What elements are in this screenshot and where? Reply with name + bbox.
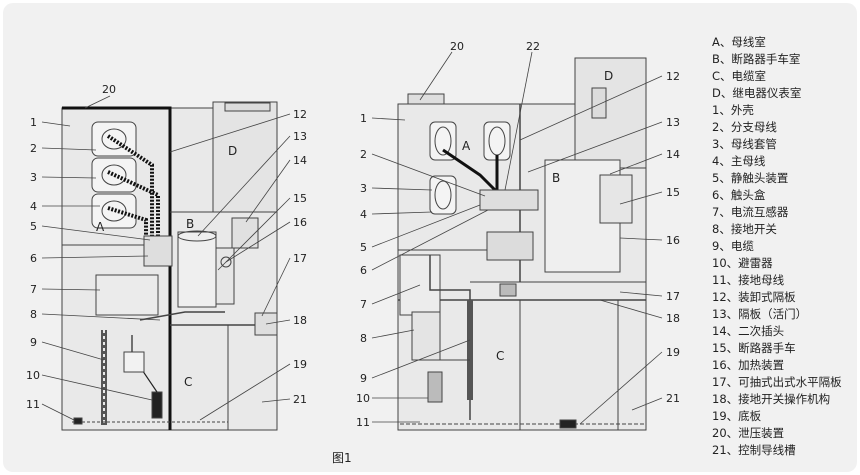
- left-callout-19: 19: [293, 358, 307, 371]
- legend-item-15: 15、断路器手车: [712, 341, 796, 355]
- right-bushing-1: [429, 121, 457, 161]
- right-callout-13: 13: [666, 116, 680, 129]
- left-diagram: [61, 101, 278, 431]
- right-callout-19: 19: [666, 346, 680, 359]
- left-callout-6: 6: [30, 252, 37, 265]
- left-callout-16: 16: [293, 216, 307, 229]
- figure-caption: 图1: [332, 451, 352, 465]
- legend-item-5: 5、静触头装置: [712, 171, 788, 185]
- left-callout-5: 5: [30, 220, 37, 233]
- left-bushing-bottom: [91, 193, 137, 229]
- right-callout-6: 6: [360, 264, 367, 277]
- left-callout-15: 15: [293, 192, 307, 205]
- legend-item-2: 2、分支母线: [712, 120, 777, 134]
- legend-item-19: 19、底板: [712, 409, 762, 423]
- right-callout-17: 17: [666, 290, 680, 303]
- legend-item-21: 21、控制导线槽: [712, 443, 796, 457]
- left-compartment-d: D: [228, 144, 237, 158]
- left-callout-1: 1: [30, 116, 37, 129]
- legend-item-18: 18、接地开关操作机构: [712, 392, 830, 406]
- legend: A、母线室 B、断路器手车室 C、电缆室 D、继电器仪表室 1、外壳 2、分支母…: [712, 35, 842, 457]
- left-callout-21: 21: [293, 393, 307, 406]
- left-callout-7: 7: [30, 283, 37, 296]
- right-compartment-labels: A B C D: [462, 69, 613, 363]
- left-compartment-a: A: [96, 220, 105, 234]
- left-callout-10: 10: [26, 369, 40, 382]
- legend-item-9: 9、电缆: [712, 239, 754, 253]
- legend-item-20: 20、泄压装置: [712, 426, 784, 440]
- right-diagram: [397, 57, 647, 431]
- left-callout-8: 8: [30, 308, 37, 321]
- left-bushing-mid: [91, 157, 137, 193]
- left-compartment-b: B: [186, 217, 194, 231]
- left-compartment-c: C: [184, 375, 192, 389]
- left-callout-4: 4: [30, 200, 37, 213]
- right-compartment-b: B: [552, 171, 560, 185]
- legend-item-6: 6、触头盒: [712, 188, 766, 202]
- right-callout-15: 15: [666, 186, 680, 199]
- legend-item-11: 11、接地母线: [712, 273, 785, 287]
- right-callout-8: 8: [360, 332, 367, 345]
- legend-item-3: 3、母线套管: [712, 137, 777, 151]
- right-callout-4: 4: [360, 208, 367, 221]
- right-callout-10: 10: [356, 392, 370, 405]
- right-callout-3: 3: [360, 182, 367, 195]
- left-callout-2: 2: [30, 142, 37, 155]
- legend-item-c: C、电缆室: [712, 69, 766, 83]
- left-bushing-top: [91, 121, 137, 157]
- left-callout-20: 20: [102, 83, 116, 96]
- legend-item-16: 16、加热装置: [712, 358, 784, 372]
- right-callout-18: 18: [666, 312, 680, 325]
- left-callout-18: 18: [293, 314, 307, 327]
- left-callout-13: 13: [293, 130, 307, 143]
- right-bushing-3: [429, 175, 457, 215]
- left-callout-11: 11: [26, 398, 40, 411]
- right-callout-16: 16: [666, 234, 680, 247]
- legend-item-7: 7、电流互感器: [712, 205, 789, 219]
- right-callout-22: 22: [526, 40, 540, 53]
- legend-item-b: B、断路器手车室: [712, 52, 800, 66]
- left-callout-3: 3: [30, 171, 37, 184]
- right-callout-7: 7: [360, 298, 367, 311]
- right-compartment-c: C: [496, 349, 504, 363]
- right-callout-14: 14: [666, 148, 680, 161]
- right-callout-2: 2: [360, 148, 367, 161]
- right-callout-20: 20: [450, 40, 464, 53]
- left-callout-17: 17: [293, 252, 307, 265]
- legend-item-17: 17、可抽式出式水平隔板: [712, 375, 842, 389]
- left-compartment-labels: A B C D: [96, 144, 237, 389]
- left-relay-compartment: [212, 101, 278, 213]
- left-pressure-relief: [62, 106, 172, 430]
- right-compartment-a: A: [462, 139, 471, 153]
- legend-item-13: 13、隔板（活门）: [712, 307, 807, 321]
- legend-item-d: D、继电器仪表室: [712, 86, 801, 100]
- legend-item-4: 4、主母线: [712, 154, 766, 168]
- left-callout-14: 14: [293, 154, 307, 167]
- right-compartment-d: D: [604, 69, 613, 83]
- left-breaker-truck: [177, 231, 217, 308]
- right-callout-12: 12: [666, 70, 680, 83]
- right-callout-9: 9: [360, 372, 367, 385]
- left-callouts: 20 1 2 3 4 5 6 7 8 9 10 11 12 13 14 15 1…: [26, 83, 307, 411]
- legend-item-14: 14、二次插头: [712, 324, 784, 338]
- right-callout-11: 11: [356, 416, 370, 429]
- left-current-transformer: [95, 274, 159, 316]
- right-callouts: 20 22 1 2 3 4 5 6 7 8 9 10 11 12 13 14 1…: [356, 40, 680, 429]
- right-bushing-2: [483, 121, 511, 161]
- right-callout-5: 5: [360, 241, 367, 254]
- left-callout-9: 9: [30, 336, 37, 349]
- left-callout-12: 12: [293, 108, 307, 121]
- legend-item-a: A、母线室: [712, 35, 766, 49]
- legend-item-1: 1、外壳: [712, 103, 754, 117]
- legend-item-12: 12、装卸式隔板: [712, 290, 796, 304]
- right-callout-1: 1: [360, 112, 367, 125]
- legend-item-8: 8、接地开关: [712, 222, 777, 236]
- right-callout-21: 21: [666, 392, 680, 405]
- legend-item-10: 10、避雷器: [712, 256, 773, 270]
